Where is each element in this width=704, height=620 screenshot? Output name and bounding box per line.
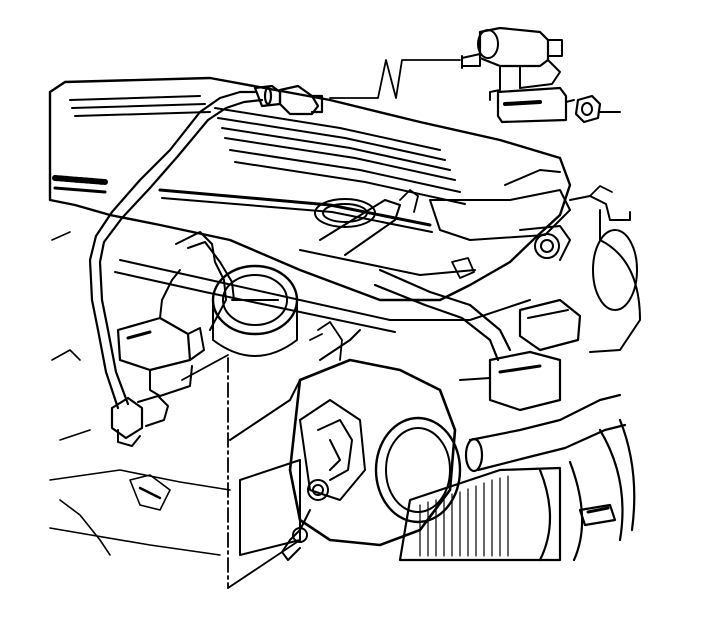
electrical-connector xyxy=(116,231,235,397)
pointer-lines xyxy=(181,59,461,589)
vent-hose xyxy=(88,84,324,410)
oil-filler-cap xyxy=(211,264,299,357)
radiator xyxy=(398,466,562,562)
mounting-nut xyxy=(574,94,621,124)
body-panels xyxy=(49,231,231,556)
ignition-coil xyxy=(459,195,641,412)
coolant-hoses xyxy=(373,268,636,562)
throttle-body xyxy=(229,329,462,561)
hose-connector xyxy=(110,395,169,447)
cam-cover xyxy=(48,76,572,333)
purge-solenoid-valve xyxy=(461,26,575,124)
small-lines xyxy=(309,185,613,361)
